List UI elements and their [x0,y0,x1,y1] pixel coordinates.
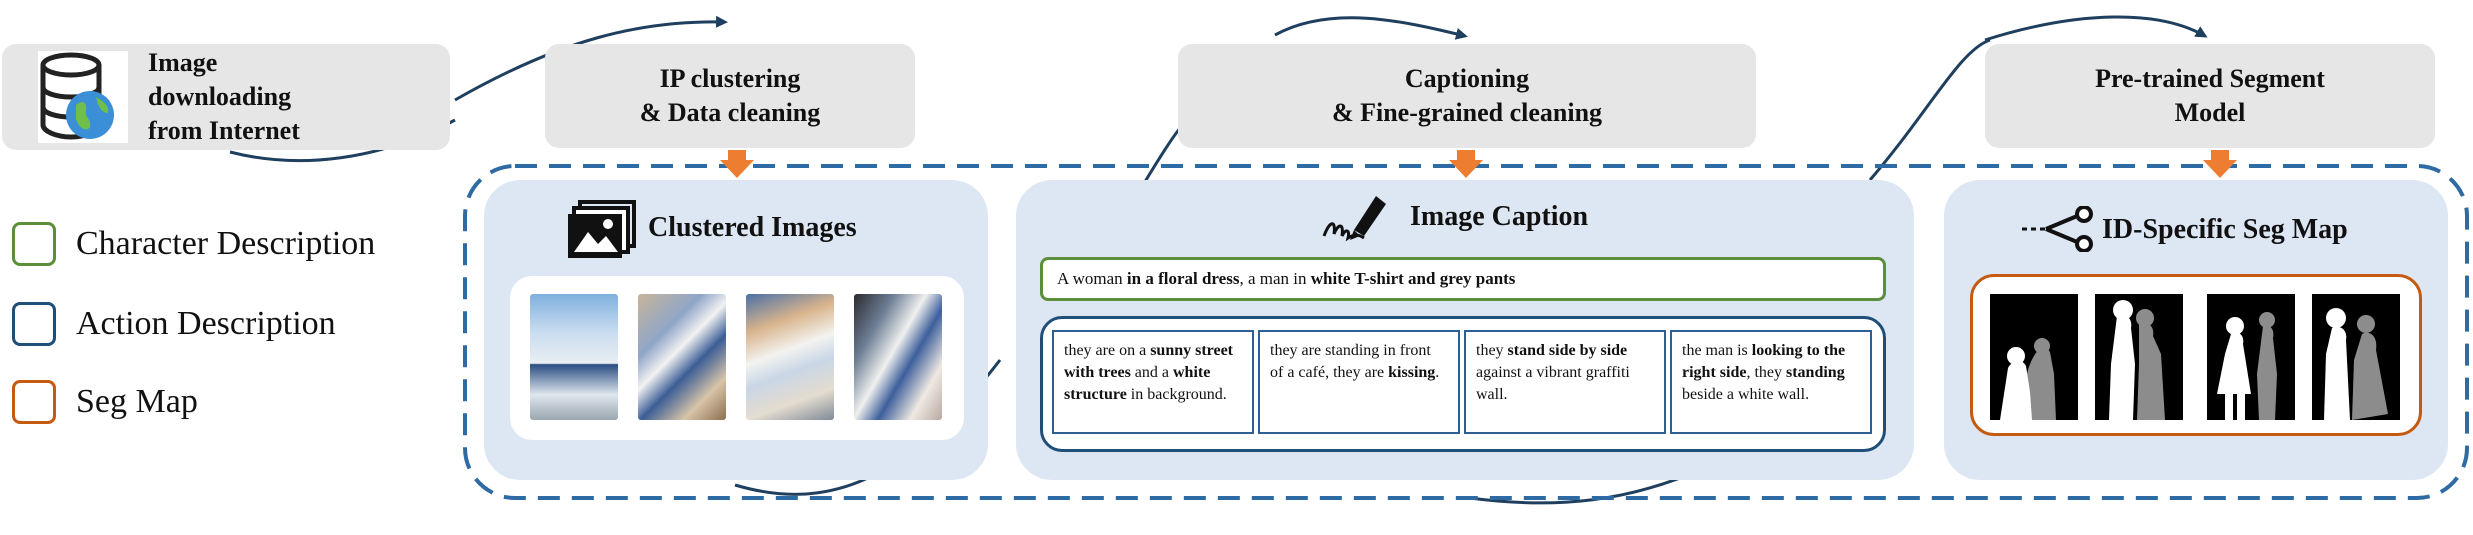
database-globe-icon [38,51,128,143]
flow-curve-seg-up [1868,38,1991,181]
character-text-1: A woman [1057,269,1127,288]
step-ip-clustering-line1: IP clustering [659,64,801,93]
step-captioning-line2: & Fine-grained cleaning [1331,98,1603,127]
action3-t3: against a vibrant graffiti wall. [1476,364,1630,403]
panel-title-caption: Image Caption [1410,201,1589,232]
flow-curve-seg-top [1984,15,2208,42]
legend-character: Character Description [12,222,375,266]
legend-label-character: Character Description [76,225,376,262]
flow-curve-caption-top [1274,16,1468,40]
action2-t1: they are standing in front of a café, th… [1270,342,1431,381]
cluster-photo-4 [854,294,942,420]
legend-swatch-character [12,222,56,266]
step-captioning: Captioning & Fine-grained cleaning [1178,44,1756,148]
clustered-images-tray [510,276,964,440]
legend-swatch-seg [12,380,56,424]
action1-t2: sunny street with trees [1064,342,1234,381]
action1-t3: and a [1130,364,1173,381]
character-text-3: , a man in [1239,269,1311,288]
down-arrow-icon [720,150,754,178]
seg-silhouette-4 [2324,308,2388,420]
action-caption-2: they are standing in front of a café, th… [1258,330,1460,434]
flow-curve-source-to-clustering [454,15,728,102]
action1-t1: they are on a [1064,342,1151,359]
legend-label-seg: Seg Map [76,383,198,420]
dashed-frame [463,164,2469,500]
cluster-photo-3 [746,294,834,420]
down-arrow-icon [2203,150,2237,178]
legend-swatch-action [12,302,56,346]
legend-seg: Seg Map [12,380,198,424]
panel-clustered-images: Clustered Images [484,180,988,480]
action4-t2: looking to the right side [1682,342,1846,381]
action3-t1: they [1476,342,1508,359]
step-ip-clustering: IP clustering & Data cleaning [545,44,915,148]
legend-label-action: Action Description [76,305,336,342]
action2-t2: kissing [1388,364,1436,381]
cluster-photo-1 [530,294,618,420]
scissors-icon [2022,206,2093,252]
cluster-photo-2 [638,294,726,420]
seg-silhouette-3 [2217,312,2277,420]
character-description-box: A woman in a floral dress, a man in whit… [1040,257,1886,301]
seg-map-2 [2095,294,2183,420]
step-segment-line2: Model [2174,98,2246,127]
panel-title-clustered: Clustered Images [648,212,857,243]
source-box: Image downloading from Internet [2,44,450,150]
image-stack-icon [568,200,636,258]
legend-action: Action Description [12,302,336,346]
action2-t3: . [1435,364,1440,381]
action-caption-1: they are on a sunny street with trees an… [1052,330,1254,434]
action-caption-4: the man is looking to the right side, th… [1670,330,1872,434]
seg-silhouette-1 [2000,338,2056,420]
action4-t5: beside a white wall. [1682,386,1810,403]
character-text-2: in a floral dress [1126,269,1240,288]
step-segment-line1: Pre-trained Segment [2095,64,2325,93]
action4-t3: , they [1746,364,1786,381]
step-ip-clustering-line2: & Data cleaning [639,98,821,127]
seg-silhouette-2 [2109,300,2165,420]
source-label: Image downloading from Internet [148,48,300,145]
seg-map-3 [2207,294,2295,420]
action4-t4: standing [1786,364,1845,381]
character-text-4: white T-shirt and grey pants [1310,269,1516,288]
action4-t1: the man is [1682,342,1752,359]
step-captioning-line1: Captioning [1404,64,1530,93]
seg-map-1 [1990,294,2078,420]
action-caption-3: they stand side by side against a vibran… [1464,330,1666,434]
action1-t5: in background. [1126,386,1227,403]
down-arrow-icon [1449,150,1483,178]
panel-title-seg: ID-Specific Seg Map [2102,214,2348,245]
action1-t4: white structure [1064,364,1211,403]
pen-signature-icon [1322,196,1386,242]
seg-map-4 [2312,294,2400,420]
action3-t2: stand side by side [1507,342,1628,359]
step-segment-model: Pre-trained Segment Model [1985,44,2435,148]
